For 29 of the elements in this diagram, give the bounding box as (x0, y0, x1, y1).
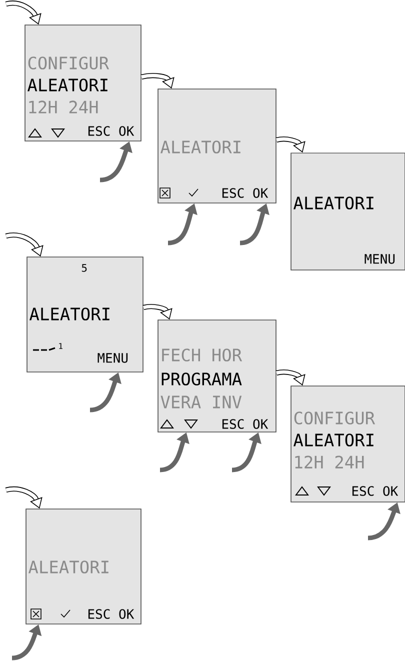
screen-text: ESC OK (222, 419, 268, 429)
screen-text: ALEATORI (30, 308, 110, 320)
screen-text: CONFIGUR (28, 56, 110, 70)
screen-text: ESC OK (88, 609, 134, 619)
screen-text: FECH HOR (162, 348, 242, 362)
screen-text: 1 (59, 343, 62, 349)
lcd-screen (26, 256, 144, 372)
screen-text: ALEATORI (294, 196, 374, 210)
screen-text: 12H 24H (29, 100, 98, 114)
screen-text: ALEATORI (160, 140, 240, 154)
screen-text: PROGRAMA (162, 372, 242, 386)
screen-text: 12H 24H (295, 456, 364, 468)
lcd-screen (290, 386, 405, 502)
screen-text: ALEATORI (28, 560, 108, 574)
screen-text: ESC OK (88, 126, 134, 136)
screen-text: MENU (364, 254, 395, 264)
lcd-screen (24, 24, 142, 142)
screen-text: ALEATORI (28, 78, 108, 92)
screen-text: ESC OK (352, 486, 398, 496)
lcd-screen (158, 320, 276, 432)
screen-text: 5 (82, 264, 87, 272)
screen-text: ESC OK (222, 188, 268, 198)
lcd-screen (26, 508, 142, 624)
screen-text: CONFIGUR (294, 412, 376, 424)
screen-text: VERA INV (160, 396, 242, 408)
lcd-screen (290, 152, 405, 270)
lcd-screen (158, 88, 276, 204)
screen-text: ALEATORI (294, 434, 374, 446)
screen-text: MENU (98, 353, 128, 363)
